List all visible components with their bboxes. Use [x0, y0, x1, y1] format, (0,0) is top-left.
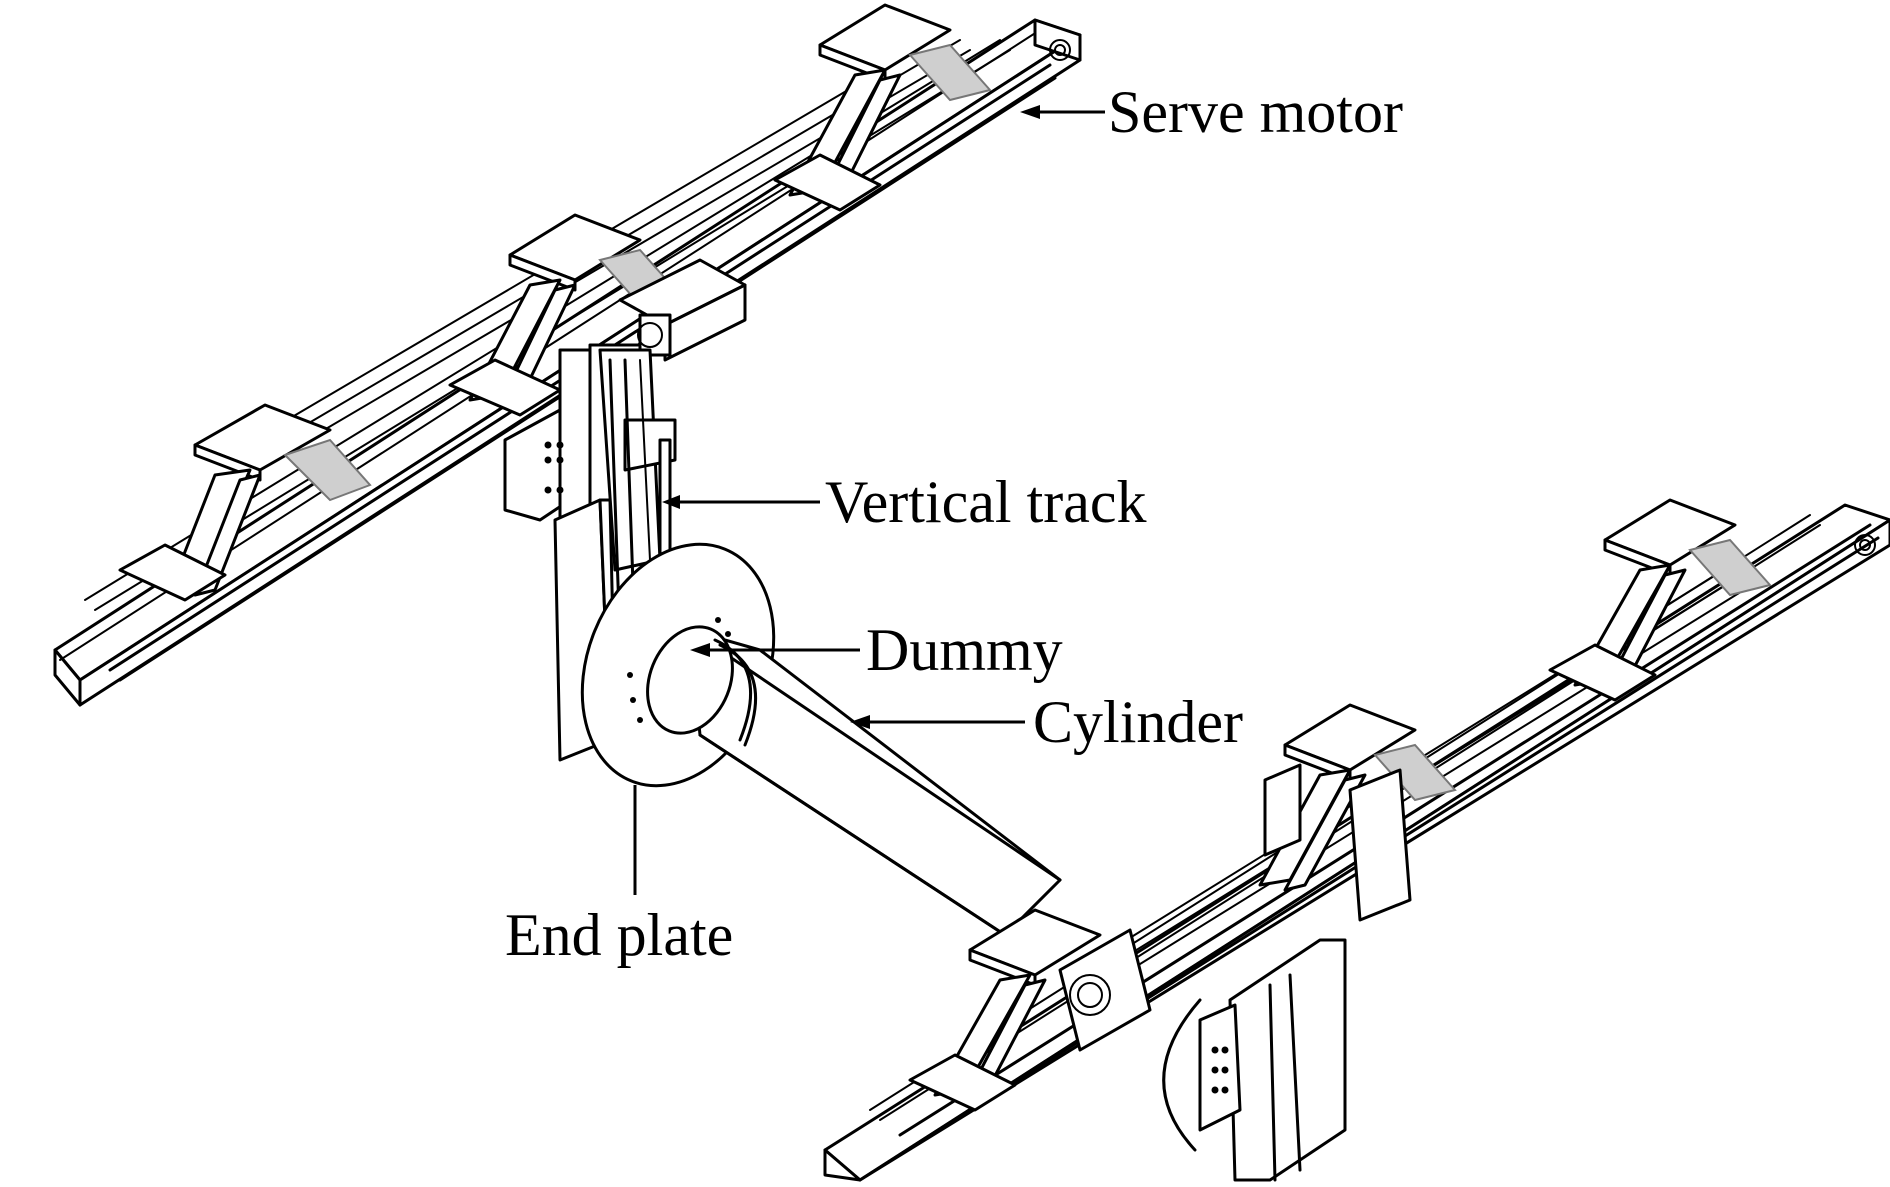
lower-support-middle: [1258, 703, 1457, 892]
label-end-plate: End plate: [505, 785, 733, 968]
end-plate-label: End plate: [505, 902, 733, 968]
cylinder-body: [646, 625, 1062, 937]
upper-support-left: [118, 403, 372, 602]
serve-motor-label: Serve motor: [1108, 79, 1403, 145]
label-vertical-track: Vertical track: [662, 469, 1146, 535]
lower-rail-assembly: [823, 498, 1890, 1182]
label-cylinder: Cylinder: [850, 689, 1243, 755]
lower-support-left: [908, 908, 1102, 1112]
lower-support-right: [1548, 498, 1772, 702]
vertical-track-label: Vertical track: [825, 469, 1146, 535]
label-serve-motor: Serve motor: [1020, 79, 1403, 145]
label-dummy: Dummy: [690, 617, 1063, 683]
upper-support-middle: [448, 213, 682, 417]
dummy-label: Dummy: [866, 617, 1063, 683]
cylinder-label: Cylinder: [1033, 689, 1243, 755]
upper-support-right: [773, 3, 992, 212]
